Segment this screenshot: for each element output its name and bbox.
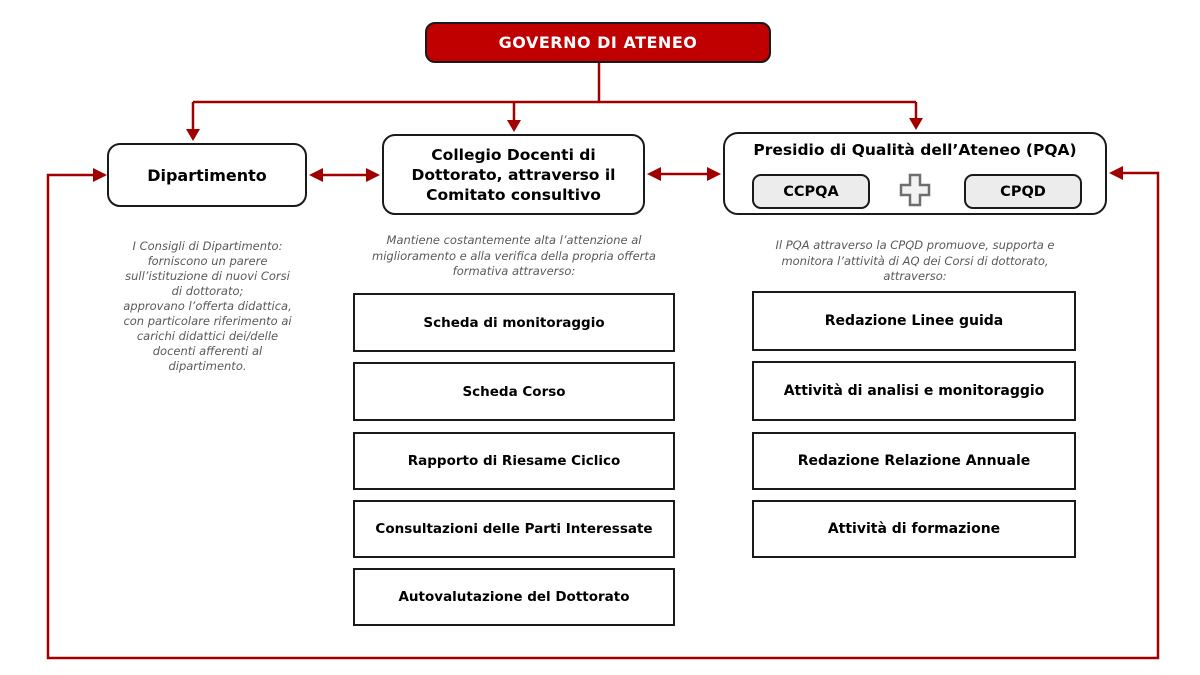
collegio-docenti-box: Collegio Docenti di Dottorato, attravers… [382,134,645,215]
list-item-label: Scheda Corso [462,383,566,400]
right-list-item-analisi-monitoraggio: Attività di analisi e monitoraggio [752,361,1076,421]
right-list-item-relazione-annuale: Redazione Relazione Annuale [752,432,1076,490]
ccpqa-box: CCPQA [752,174,870,209]
pqa-box: Presidio di Qualità dell’Ateneo (PQA) CC… [723,132,1107,215]
list-item-label: Consultazioni delle Parti Interessate [375,521,653,537]
arrowhead-into-dipartimento-right [309,168,323,182]
pqa-description: Il PQA attraverso la CPQD promuove, supp… [775,238,1055,283]
pqa-title: Presidio di Qualità dell’Ateneo (PQA) [753,141,1077,159]
governo-di-ateneo-box: GOVERNO DI ATENEO [425,22,771,63]
list-item-label: Scheda di monitoraggio [423,314,605,331]
middle-list-item-scheda-monitoraggio: Scheda di monitoraggio [353,293,675,352]
dipartimento-box: Dipartimento [107,143,307,207]
list-item-label: Rapporto di Riesame Ciclico [407,453,621,469]
middle-list-item-consultazioni: Consultazioni delle Parti Interessate [353,500,675,558]
list-item-label: Attività di formazione [827,521,1001,537]
arrowhead-into-collegio-right [647,167,661,181]
list-item-label: Autovalutazione del Dottorato [398,589,630,605]
list-item-label: Attività di analisi e monitoraggio [783,383,1045,399]
plus-icon [899,173,931,207]
collegio-description: Mantiene costantemente alta l’attenzione… [372,233,656,278]
right-list-item-formazione: Attività di formazione [752,500,1076,558]
arrowhead-into-collegio-left [366,168,380,182]
dipartimento-label: Dipartimento [147,165,267,185]
dipartimento-description: I Consigli di Dipartimento: forniscono u… [123,239,292,373]
arrowhead-down-dipartimento [186,129,200,141]
cpqd-box: CPQD [964,174,1082,209]
arrowhead-into-pqa-left [707,167,721,181]
arrowhead-down-collegio [507,120,521,132]
middle-list-item-rapporto-riesame: Rapporto di Riesame Ciclico [353,432,675,490]
arrowhead-down-pqa [909,118,923,130]
collegio-docenti-label: Collegio Docenti di Dottorato, attravers… [411,145,616,204]
list-item-label: Redazione Linee guida [824,313,1004,329]
right-list-item-linee-guida: Redazione Linee guida [752,291,1076,351]
arrowhead-loop-into-pqa [1109,166,1123,180]
list-item-label: Redazione Relazione Annuale [797,453,1031,469]
middle-list-item-autovalutazione: Autovalutazione del Dottorato [353,568,675,626]
ccpqa-label: CCPQA [783,183,839,200]
middle-list-item-scheda-corso: Scheda Corso [353,362,675,421]
governo-di-ateneo-label: GOVERNO DI ATENEO [498,33,698,52]
cpqd-label: CPQD [1000,183,1046,200]
arrowhead-loop-into-dipartimento [93,168,107,182]
